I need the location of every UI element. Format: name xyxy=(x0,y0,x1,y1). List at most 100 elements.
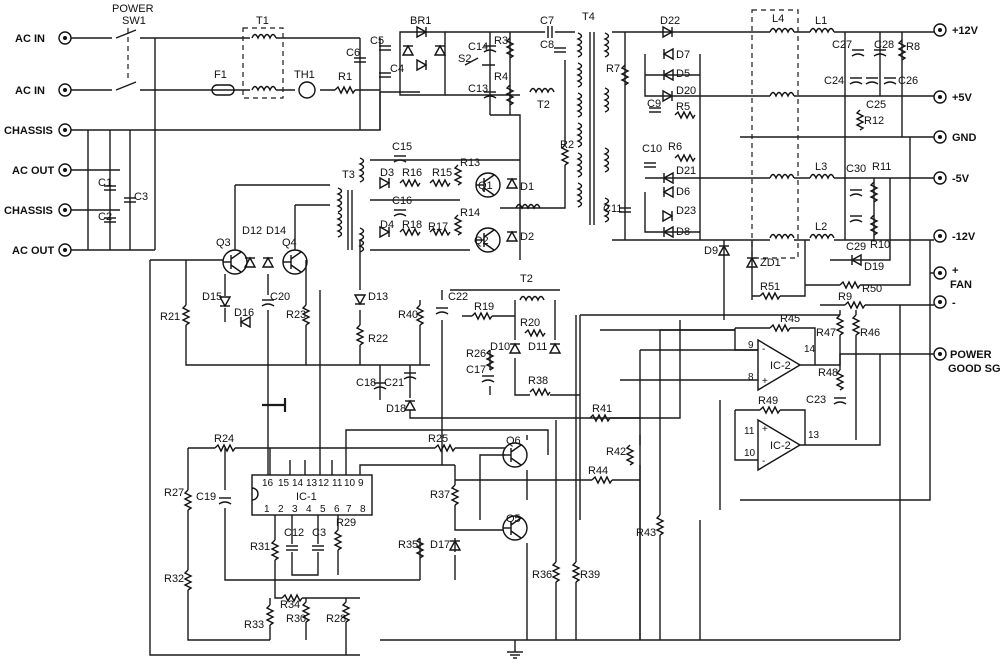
c24-label: C24 xyxy=(824,75,844,87)
c12-symbol xyxy=(285,545,299,551)
terminal-label-fan-plus: + xyxy=(952,265,958,277)
terminal-ac-in-1 xyxy=(58,31,72,45)
d18-symbol xyxy=(404,400,416,411)
r3-label: R3 xyxy=(494,35,508,47)
ic1-top-pins: 16 15 14 13 12 11 10 9 xyxy=(262,478,364,489)
d10-label: D10 xyxy=(490,341,510,353)
c21-label: C21 xyxy=(384,377,404,389)
terminal-chassis-2 xyxy=(58,203,72,217)
d11-symbol xyxy=(549,343,561,354)
r10-label: R10 xyxy=(870,239,890,251)
terminal-fan-minus xyxy=(933,295,947,309)
f1-label: F1 xyxy=(214,69,227,81)
r39-label: R39 xyxy=(580,569,600,581)
d4-label: D4 xyxy=(380,219,394,231)
q1-label: Q1 xyxy=(478,180,493,192)
r23-symbol xyxy=(302,304,310,326)
l2-label: L2 xyxy=(815,221,827,233)
c18-label: C18 xyxy=(356,377,376,389)
l4-winding-5v xyxy=(769,91,795,97)
switch-ref-label: SW1 xyxy=(122,15,146,27)
ic2a-opamp xyxy=(757,338,802,392)
r34-label: R34 xyxy=(280,599,300,611)
d23-symbol xyxy=(662,210,673,222)
c26-label: C26 xyxy=(898,75,918,87)
terminal-label-ac-out-1: AC OUT xyxy=(12,165,54,177)
r27-label: R27 xyxy=(164,487,184,499)
ic1-chip xyxy=(251,474,373,516)
ic2a-pin-9: 9 xyxy=(748,340,754,351)
t4-primary-coil-3 xyxy=(577,92,583,118)
c15-symbol xyxy=(393,155,407,163)
ic2a-minus-sign: - xyxy=(762,344,765,355)
d12-label: D12 xyxy=(242,225,262,237)
c4-label: C4 xyxy=(390,63,404,75)
r19-symbol xyxy=(471,312,493,320)
q6-label: Q6 xyxy=(506,435,521,447)
t3-coil-right-1 xyxy=(359,157,365,183)
br1-diode-3 xyxy=(434,45,446,56)
t4-secondary-coil-3 xyxy=(604,147,610,173)
c26-symbol xyxy=(883,77,897,85)
c23-label: C23 xyxy=(806,394,826,406)
d19-label: D19 xyxy=(864,261,884,273)
r50-symbol xyxy=(839,281,861,289)
t4-secondary-coil-1 xyxy=(604,32,610,58)
r5-label: R5 xyxy=(676,101,690,113)
output-filter-section: L4 L1 L3 L2 C27 C28 R8 C24 C25 C26 R12 C… xyxy=(740,9,934,309)
r39-symbol xyxy=(572,561,580,583)
ic2b-pin-10: 10 xyxy=(744,448,756,459)
r26-label: R26 xyxy=(466,348,486,360)
r47-symbol xyxy=(836,314,844,336)
terminal-label-power-good-1: POWER xyxy=(950,349,992,361)
terminal-ac-out-2 xyxy=(58,243,72,257)
r49-symbol xyxy=(759,406,781,414)
d3-symbol xyxy=(379,177,390,189)
r15-symbol xyxy=(429,179,451,187)
ic1-pin: 6 xyxy=(334,504,340,515)
ic1-pin: 11 xyxy=(332,478,343,489)
c16-symbol xyxy=(393,209,407,217)
r51-symbol xyxy=(759,292,781,300)
d1-symbol xyxy=(506,178,518,189)
c3-label: C3 xyxy=(134,191,148,203)
r42-label: R42 xyxy=(606,446,626,458)
d1-label: D1 xyxy=(520,181,534,193)
c15-label: C15 xyxy=(392,141,412,153)
terminal-fan-plus xyxy=(933,266,947,280)
ic2b-plus-sign: + xyxy=(762,424,768,435)
ic1-pin: 15 xyxy=(278,478,290,489)
r5-symbol xyxy=(674,111,696,119)
d16-label: D16 xyxy=(234,307,254,319)
r37-symbol xyxy=(451,484,459,506)
opamp-section: IC-2 - + 9 8 14 IC-2 + - 11 10 13 R45 R4… xyxy=(579,310,934,640)
r47-label: R47 xyxy=(816,327,836,339)
ic1-label: IC-1 xyxy=(296,491,317,503)
r16-label: R16 xyxy=(402,167,422,179)
terminal-label-power-good-2: GOOD SG. xyxy=(948,363,1000,375)
driver-section: T3 C15 D3 R16 R15 R13 Q1 C16 D4 R18 R17 … xyxy=(337,141,541,260)
l4-label: L4 xyxy=(772,13,784,25)
th1-label: TH1 xyxy=(294,69,315,81)
t1-coil-top xyxy=(251,33,277,39)
r4-label: R4 xyxy=(494,71,508,83)
r31-symbol xyxy=(271,539,279,561)
r13-label: R13 xyxy=(460,157,480,169)
r22-label: R22 xyxy=(368,333,388,345)
d15-label: D15 xyxy=(202,291,222,303)
r31-label: R31 xyxy=(250,541,270,553)
terminal-power-good xyxy=(933,347,947,361)
ic2a-label: IC-2 xyxy=(770,360,791,372)
terminal-minus-12v xyxy=(933,229,947,243)
bridge-primary-section: BR1 S2 C14 C13 R3 R4 C7 C8 T2 T4 xyxy=(399,11,610,225)
t3-label: T3 xyxy=(342,169,355,181)
r20-label: R20 xyxy=(520,317,540,329)
c5-label: C5 xyxy=(370,35,384,47)
terminal-gnd xyxy=(933,130,947,144)
c29-label: C29 xyxy=(846,241,866,253)
d22-label: D22 xyxy=(660,15,680,27)
c27-label: C27 xyxy=(832,39,852,51)
r6-label: R6 xyxy=(668,141,682,153)
r23-label: R23 xyxy=(286,309,306,321)
r9-label: R9 xyxy=(838,291,852,303)
